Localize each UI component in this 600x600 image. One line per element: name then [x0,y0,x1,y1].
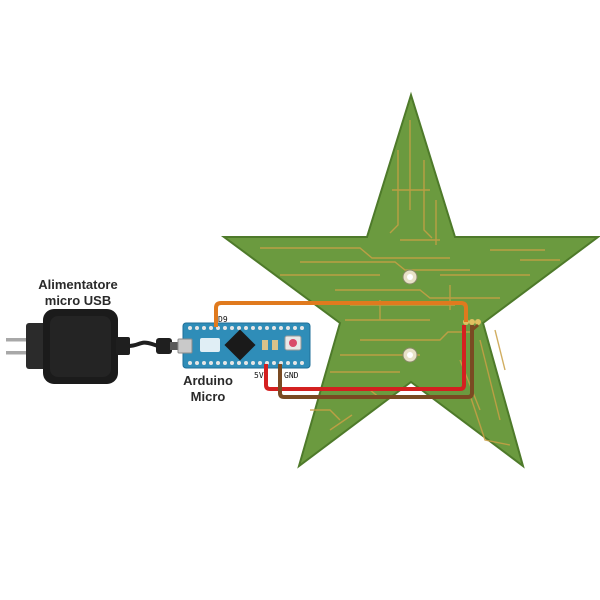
pin-label-d9: D9 [218,315,228,324]
wire-gnd [278,325,474,399]
power-supply-label: Alimentatore micro USB [18,277,138,309]
usb-cable [116,337,180,355]
wire-5v [264,325,466,391]
arduino-label-line2: Micro [190,389,226,404]
arduino-label: Arduino Micro [172,373,244,405]
wire-d9 [214,301,468,327]
arduino-label-line1: Arduino [183,373,233,388]
star-pcb [220,91,600,469]
wire-gnd-branch [471,323,479,332]
pin-label-gnd: GND [284,371,299,380]
pin-label-5v: 5V [254,371,264,380]
power-supply-label-line1: Alimentatore [38,277,118,292]
mounting-hole-top [402,269,418,285]
power-supply [6,309,118,384]
power-supply-label-line2: micro USB [44,293,112,308]
arduino-micro-board [177,322,311,369]
mounting-hole-bottom [402,347,418,363]
